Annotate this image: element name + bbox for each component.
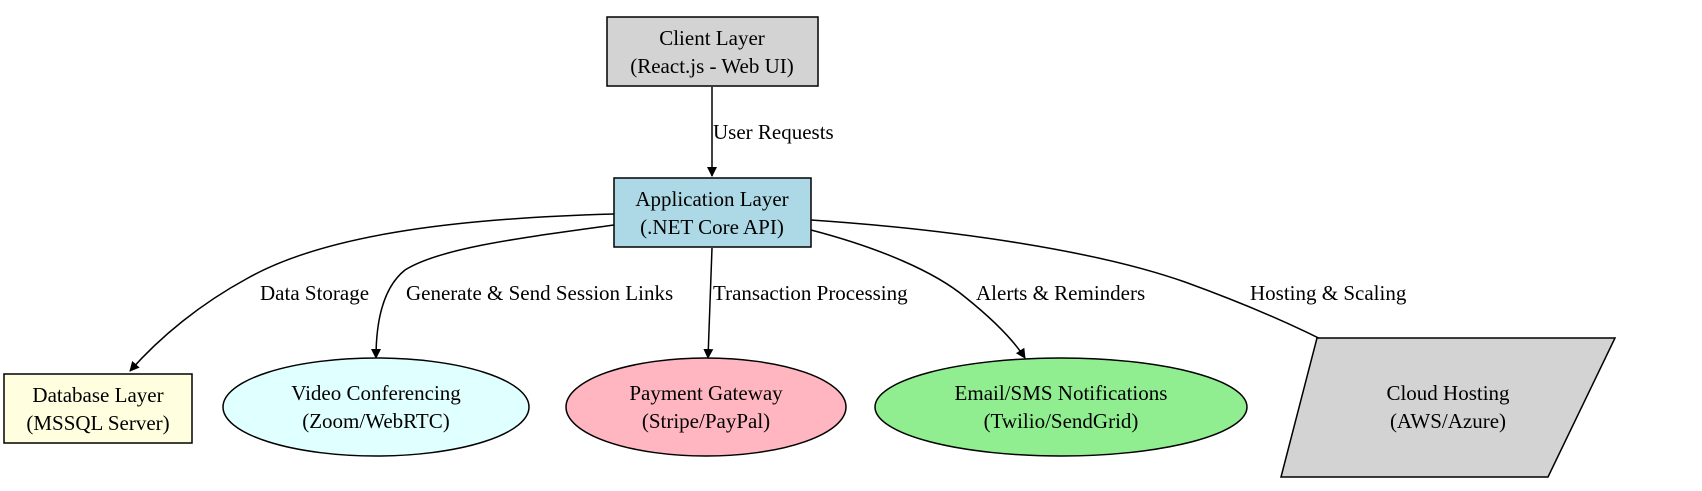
payment-gateway-title: Payment Gateway bbox=[629, 381, 783, 405]
notifications-title: Email/SMS Notifications bbox=[955, 381, 1168, 405]
edge-data-storage bbox=[129, 213, 615, 372]
edge-transaction-processing bbox=[703, 247, 714, 359]
edge-hosting-scaling bbox=[810, 219, 1341, 350]
database-layer-box bbox=[3, 373, 193, 444]
edge-label-session-links: Generate & Send Session Links bbox=[406, 281, 673, 305]
edge-label-transaction: Transaction Processing bbox=[713, 281, 908, 305]
cloud-hosting-parallelogram bbox=[1280, 337, 1617, 478]
node-payment-gateway: Payment Gateway (Stripe/PayPal) bbox=[565, 357, 847, 457]
client-layer-box bbox=[606, 16, 819, 87]
node-client-layer: Client Layer (React.js - Web UI) bbox=[606, 16, 819, 87]
edge-label-alerts: Alerts & Reminders bbox=[976, 281, 1145, 305]
video-conferencing-title: Video Conferencing bbox=[291, 381, 461, 405]
edge-label-data-storage: Data Storage bbox=[260, 281, 369, 305]
database-layer-title: Database Layer bbox=[32, 383, 163, 407]
video-conferencing-ellipse bbox=[222, 357, 530, 457]
video-conferencing-subtitle: (Zoom/WebRTC) bbox=[302, 409, 450, 433]
client-layer-subtitle: (React.js - Web UI) bbox=[630, 54, 794, 78]
edge-alerts-reminders bbox=[810, 229, 1026, 359]
application-layer-box bbox=[613, 177, 812, 248]
node-cloud-hosting: Cloud Hosting (AWS/Azure) bbox=[1280, 337, 1617, 478]
notifications-subtitle: (Twilio/SendGrid) bbox=[984, 409, 1139, 433]
node-application-layer: Application Layer (.NET Core API) bbox=[613, 177, 812, 248]
client-layer-title: Client Layer bbox=[659, 26, 765, 50]
database-layer-subtitle: (MSSQL Server) bbox=[26, 411, 169, 435]
cloud-hosting-title: Cloud Hosting bbox=[1386, 381, 1510, 405]
edge-label-hosting: Hosting & Scaling bbox=[1250, 281, 1407, 305]
application-layer-subtitle: (.NET Core API) bbox=[640, 215, 784, 239]
node-video-conferencing: Video Conferencing (Zoom/WebRTC) bbox=[222, 357, 530, 457]
edge-session-links bbox=[371, 224, 615, 359]
node-email-sms-notifications: Email/SMS Notifications (Twilio/SendGrid… bbox=[874, 357, 1248, 457]
payment-gateway-subtitle: (Stripe/PayPal) bbox=[642, 409, 770, 433]
application-layer-title: Application Layer bbox=[635, 187, 788, 211]
edge-label-user-requests: User Requests bbox=[713, 120, 834, 144]
payment-gateway-ellipse bbox=[565, 357, 847, 457]
cloud-hosting-subtitle: (AWS/Azure) bbox=[1390, 409, 1506, 433]
notifications-ellipse bbox=[874, 357, 1248, 457]
node-database-layer: Database Layer (MSSQL Server) bbox=[3, 373, 193, 444]
